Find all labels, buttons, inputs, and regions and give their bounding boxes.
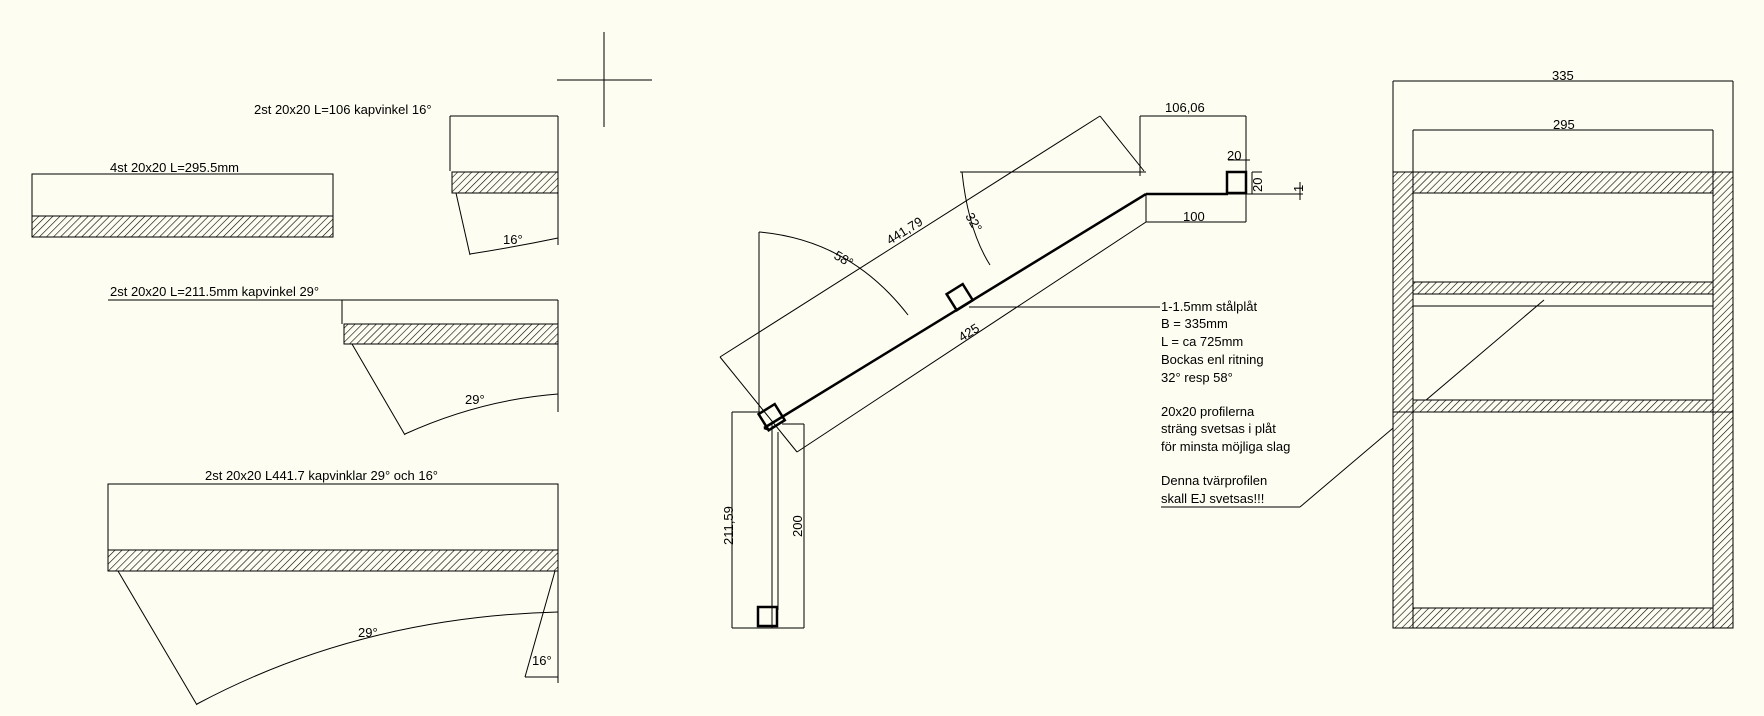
part-1-profile: 4st 20x20 L=295.5mm — [31, 160, 334, 238]
part-2-label: 2st 20x20 L=106 kapvinkel 16° — [254, 102, 432, 117]
note-line-7: sträng svetsas i plåt — [1161, 421, 1276, 436]
note-line-8: för minsta möjliga slag — [1161, 439, 1290, 454]
dim-1: 1 — [1291, 185, 1306, 192]
dim-100: 100 — [1183, 209, 1205, 224]
dim-211-59: 211,59 — [721, 506, 736, 545]
part-3-label: 2st 20x20 L=211.5mm kapvinkel 29° — [110, 284, 319, 299]
frame-front-view: 335 295 — [1392, 68, 1734, 629]
note-line-4: Bockas enl ritning — [1161, 352, 1264, 367]
dim-335: 335 — [1552, 68, 1574, 83]
part-4-angle-b: 16° — [532, 653, 552, 668]
dim-425: 425 — [956, 320, 982, 344]
note-line-1: 1-1.5mm stålplåt — [1161, 299, 1257, 314]
part-4-angle-a: 29° — [358, 625, 378, 640]
part-1-label: 4st 20x20 L=295.5mm — [110, 160, 239, 175]
dim-295: 295 — [1553, 117, 1575, 132]
part-2-profile: 16° 2st 20x20 L=106 kapvinkel 16° — [254, 102, 559, 256]
dim-20-horizontal: 20 — [1227, 148, 1241, 163]
part-4-label: 2st 20x20 L441.7 kapvinklar 29° och 16° — [205, 468, 438, 483]
note-line-5: 32° resp 58° — [1161, 370, 1233, 385]
dim-200: 200 — [790, 515, 805, 537]
part-3-angle: 29° — [465, 392, 485, 407]
note-line-2: B = 335mm — [1161, 316, 1228, 331]
part-3-profile: 29° 2st 20x20 L=211.5mm kapvinkel 29° — [108, 284, 559, 436]
part-4-profile: 29° 16° 2st 20x20 L441.7 kapvinklar 29° … — [107, 468, 559, 706]
notes-text: 1-1.5mm stålplåt B = 335mm L = ca 725mm … — [1161, 299, 1545, 508]
note-line-6: 20x20 profilerna — [1161, 404, 1255, 419]
dim-20-vertical: 20 — [1250, 178, 1265, 192]
angle-58: 58° — [832, 248, 857, 271]
note-line-10: skall EJ svetsas!!! — [1161, 491, 1264, 506]
crosshair-cursor — [557, 32, 652, 127]
angle-32: 32° — [962, 210, 985, 235]
part-2-angle: 16° — [503, 232, 523, 247]
note-line-3: L = ca 725mm — [1161, 334, 1243, 349]
dim-106-06: 106,06 — [1165, 100, 1205, 115]
note-line-9: Denna tvärprofilen — [1161, 473, 1267, 488]
